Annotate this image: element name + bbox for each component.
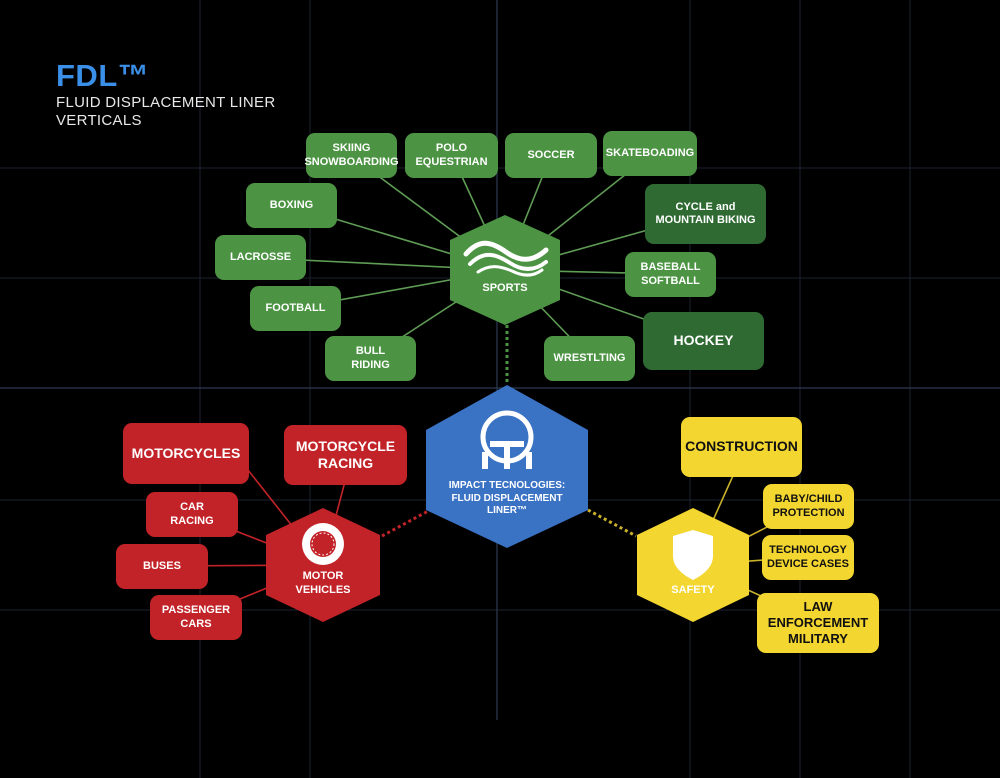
node-cycle-mountain-biking: CYCLE and MOUNTAIN BIKING: [645, 184, 766, 244]
node-passenger-cars: PASSENGER CARS: [150, 595, 242, 640]
node-law-enforcement-military: LAW ENFORCEMENT MILITARY: [757, 593, 879, 653]
node-polo-equestrian: POLO EQUESTRIAN: [405, 133, 498, 178]
node-buses: BUSES: [116, 544, 208, 589]
wave-icon: [463, 240, 549, 277]
motor-hub-label: MOTOR VEHICLES: [295, 570, 351, 596]
node-hockey: HOCKEY: [643, 312, 764, 370]
node-skiing-snowboarding: SKIING SNOWBOARDING: [304, 133, 399, 178]
node-construction: CONSTRUCTION: [681, 417, 802, 477]
impact-logo-icon: [480, 410, 534, 469]
node-soccer: SOCCER: [505, 133, 597, 178]
node-motorcycle-racing: MOTORCYCLE RACING: [284, 425, 407, 485]
node-football: FOOTBALL: [250, 286, 341, 331]
node-motorcycles: MOTORCYCLES: [123, 423, 249, 484]
node-car-racing: CAR RACING: [146, 492, 238, 537]
node-wrestling: WRESTLTING: [544, 336, 635, 381]
center-hub-label: IMPACT TECNOLOGIES: FLUID DISPLACEMENT L…: [448, 480, 566, 516]
node-skateboading: SKATEBOADING: [603, 131, 697, 176]
node-technology-device-cases: TECHNOLOGY DEVICE CASES: [762, 535, 854, 580]
shield-icon: [673, 530, 713, 580]
node-boxing: BOXING: [246, 183, 337, 228]
page-subtitle-line1: FLUID DISPLACEMENT LINER: [56, 94, 276, 111]
node-lacrosse: LACROSSE: [215, 235, 306, 280]
node-baseball-softball: BASEBALL SOFTBALL: [625, 252, 716, 297]
sports-hub-label: SPORTS: [482, 282, 528, 294]
node-baby-child-protection: BABY/CHILD PROTECTION: [763, 484, 854, 529]
page-subtitle-line2: VERTICALS: [56, 112, 142, 129]
tire-icon: [302, 523, 344, 565]
page-title: FDL™: [56, 58, 150, 93]
safety-hub-label: SAFETY: [671, 584, 715, 596]
node-bull-riding: BULL RIDING: [325, 336, 416, 381]
